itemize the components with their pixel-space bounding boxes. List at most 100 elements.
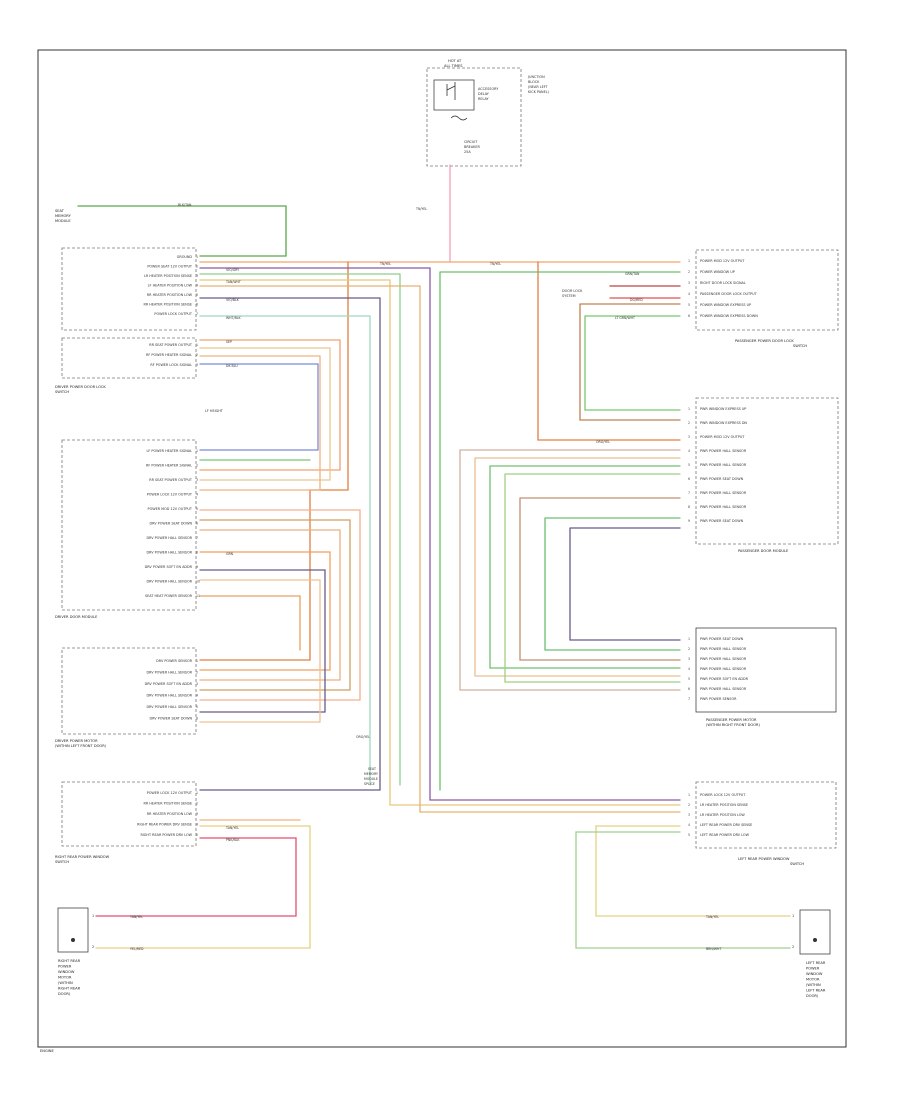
passenger-door-module-pin-number: 7 <box>688 491 690 495</box>
wire-label-dkblu: DK BLU <box>226 364 238 368</box>
driver-seat-motor-pin-label: DRV POWER HALL SENSOR <box>146 694 192 698</box>
left-rear-switch-pin-label: LEFT REAR POWER DRV SENSE <box>700 823 752 827</box>
driver-lock-switch-pin-number: 1 <box>196 343 198 347</box>
breaker-text-1: CIRCUIT <box>464 140 478 144</box>
left-rear-switch-pin-label: LR HEATER POSITION LOW <box>700 813 745 817</box>
driver-door-module-pin-label: POWER LOCK 12V OUTPUT <box>147 493 193 497</box>
left-rear-switch-pin-number: 4 <box>688 823 690 827</box>
passenger-door-module-pin-label: PWR POWER HALL SENSOR <box>700 463 747 467</box>
driver-door-module-pin-number: 5 <box>196 507 198 511</box>
driver-door-module-pin-label: DRV POWER HALL SENSOR <box>146 580 192 584</box>
passenger-lock-box <box>695 249 839 331</box>
passenger-seat-motor-pin-label: PWR POWER SENSOR <box>700 697 737 701</box>
passenger-seat-motor-pin-number: 1 <box>688 637 690 641</box>
wire-pdm-3 <box>489 465 681 669</box>
left-rear-motor-title-line: DOOR) <box>806 994 819 998</box>
wire-brn <box>579 303 681 421</box>
relay-box <box>433 79 475 111</box>
rr-switch-title-1: RIGHT REAR POWER WINDOW <box>55 855 110 859</box>
passenger-lock-switch-pin-number: 1 <box>688 259 690 263</box>
memory-pin-label: POWER LOCK OUTPUT <box>154 312 192 316</box>
wire-label-blktan: BLK/TAN <box>178 203 192 207</box>
wire-label-rrm-1: TAN/YEL <box>129 915 143 919</box>
wire-ddm-6 <box>199 569 326 713</box>
wire-label-lrm-2: BRN/WHT <box>706 947 721 951</box>
memory-pin-label: POWER SEAT 12V OUTPUT <box>147 265 193 269</box>
right-rear-switch-pin-label: RIGHT REAR POWER DRV LOW <box>140 833 192 837</box>
driver-door-module-pin-label: SEAT HEAT POWER SENSOR <box>145 594 193 598</box>
passenger-door-title: PASSENGER DOOR MODULE <box>738 549 789 553</box>
memory-title-2: MEMORY <box>55 214 72 218</box>
junction-block <box>426 67 522 167</box>
wire-ddm-3 <box>199 519 351 691</box>
wire-label-pnkblk: PNK/BLK <box>226 838 240 842</box>
wire-pdm-1 <box>459 449 681 691</box>
lr-motor-pin-2: 2 <box>792 945 794 949</box>
wire-rr-pink <box>95 837 297 917</box>
passenger-lock-switch-pin-number: 3 <box>688 281 690 285</box>
passenger-seat-motor-pin-label: PWR POWER HALL SENSOR <box>700 687 747 691</box>
wire-label-sep: SEP <box>226 340 232 344</box>
relay-switch-icon <box>446 82 456 100</box>
driver-door-module-pin-number: 2 <box>196 464 198 468</box>
passenger-lock-switch-pin-number: 4 <box>688 292 690 296</box>
passenger-lock-switch-pin-label: PASSENGER DOOR LOCK OUTPUT <box>700 292 758 296</box>
passenger-door-module-pin-label: PWR POWER SEAT DOWN <box>700 519 744 523</box>
driver-lock-title-2: SWITCH <box>55 390 69 394</box>
driver-lock-switch-pin-number: 2 <box>196 353 198 357</box>
wire-ddm-4 <box>199 529 341 681</box>
memory-pin-label: LF HEATER POSITION LOW <box>148 284 193 288</box>
memory-pin-label: GROUND <box>177 255 193 259</box>
lr-switch-title-1: LEFT REAR POWER WINDOW <box>738 857 790 861</box>
right-rear-switch-pin-number: 2 <box>196 802 198 806</box>
memory-pin-number: 7 <box>196 312 198 316</box>
wire-label-dgred: DG/RED <box>630 298 643 302</box>
wire-label-whtblk: WHT/BLK <box>226 316 242 320</box>
wire-lr-grn <box>575 831 791 949</box>
passenger-lock-title-1: PASSENGER POWER DOOR LOCK <box>735 339 794 343</box>
wire-orange-down <box>537 261 681 441</box>
passenger-door-module-pin-number: 1 <box>688 407 690 411</box>
wire-wht-blk <box>199 315 371 786</box>
driver-door-module-pin-number: 9 <box>196 565 198 569</box>
driver-door-module-pin-label: LF POWER HEATER SIGNAL <box>147 449 193 453</box>
passenger-door-module-pin-number: 5 <box>688 463 690 467</box>
driver-seat-motor-pin-label: DRV POWER SOFT EN ADDR <box>145 682 193 686</box>
driver-door-module-pin-label: DRV POWER SEAT DOWN <box>150 522 193 526</box>
rr-motor-box <box>57 907 89 953</box>
memory-pin-number: 4 <box>196 284 198 288</box>
memory-box <box>61 247 197 331</box>
rr-motor-pin-1: 1 <box>92 914 94 918</box>
passenger-door-module-pin-label: POWER MOD 12V OUTPUT <box>700 435 745 439</box>
wire-ltgrn <box>199 273 401 786</box>
right-rear-motor-title-line: WINDOW <box>58 970 75 974</box>
driver-lock-title-1: DRIVER POWER DOOR LOCK <box>55 385 106 389</box>
wire-lr-yel <box>595 825 791 917</box>
driver-door-module-pin-label: DRV POWER HALL SENSOR <box>146 536 192 540</box>
left-rear-switch-pin-label: POWER LOCK 12V OUTPUT <box>700 793 746 797</box>
driver-door-module-pin-label: DRV POWER HALL SENSOR <box>146 551 192 555</box>
memory-pin-number: 5 <box>196 293 198 297</box>
wire-label-ltgrnwht: LT GRN/WHT <box>615 316 635 320</box>
wire-ddm-2 <box>199 509 361 701</box>
top-wire-label: TN/YEL <box>415 207 427 211</box>
driver-door-module-pin-number: 8 <box>196 551 198 555</box>
wire-label-tanwht: TAN/WHT <box>225 280 241 284</box>
door-lock-system-1: DOOR LOCK <box>562 289 583 293</box>
passenger-door-module-pin-number: 2 <box>688 421 690 425</box>
passenger-seat-motor-pin-number: 7 <box>688 697 690 701</box>
memory-pin-label: RR HEATER POSITION SENSE <box>143 303 192 307</box>
passenger-motor-box <box>695 627 837 713</box>
circuit-breaker-icon <box>450 115 468 121</box>
wire-ddm-7 <box>199 579 321 723</box>
driver-seat-motor-pin-number: 6 <box>196 717 198 721</box>
wire-tan-2 <box>199 285 681 813</box>
wire-ddm-8 <box>199 595 301 651</box>
